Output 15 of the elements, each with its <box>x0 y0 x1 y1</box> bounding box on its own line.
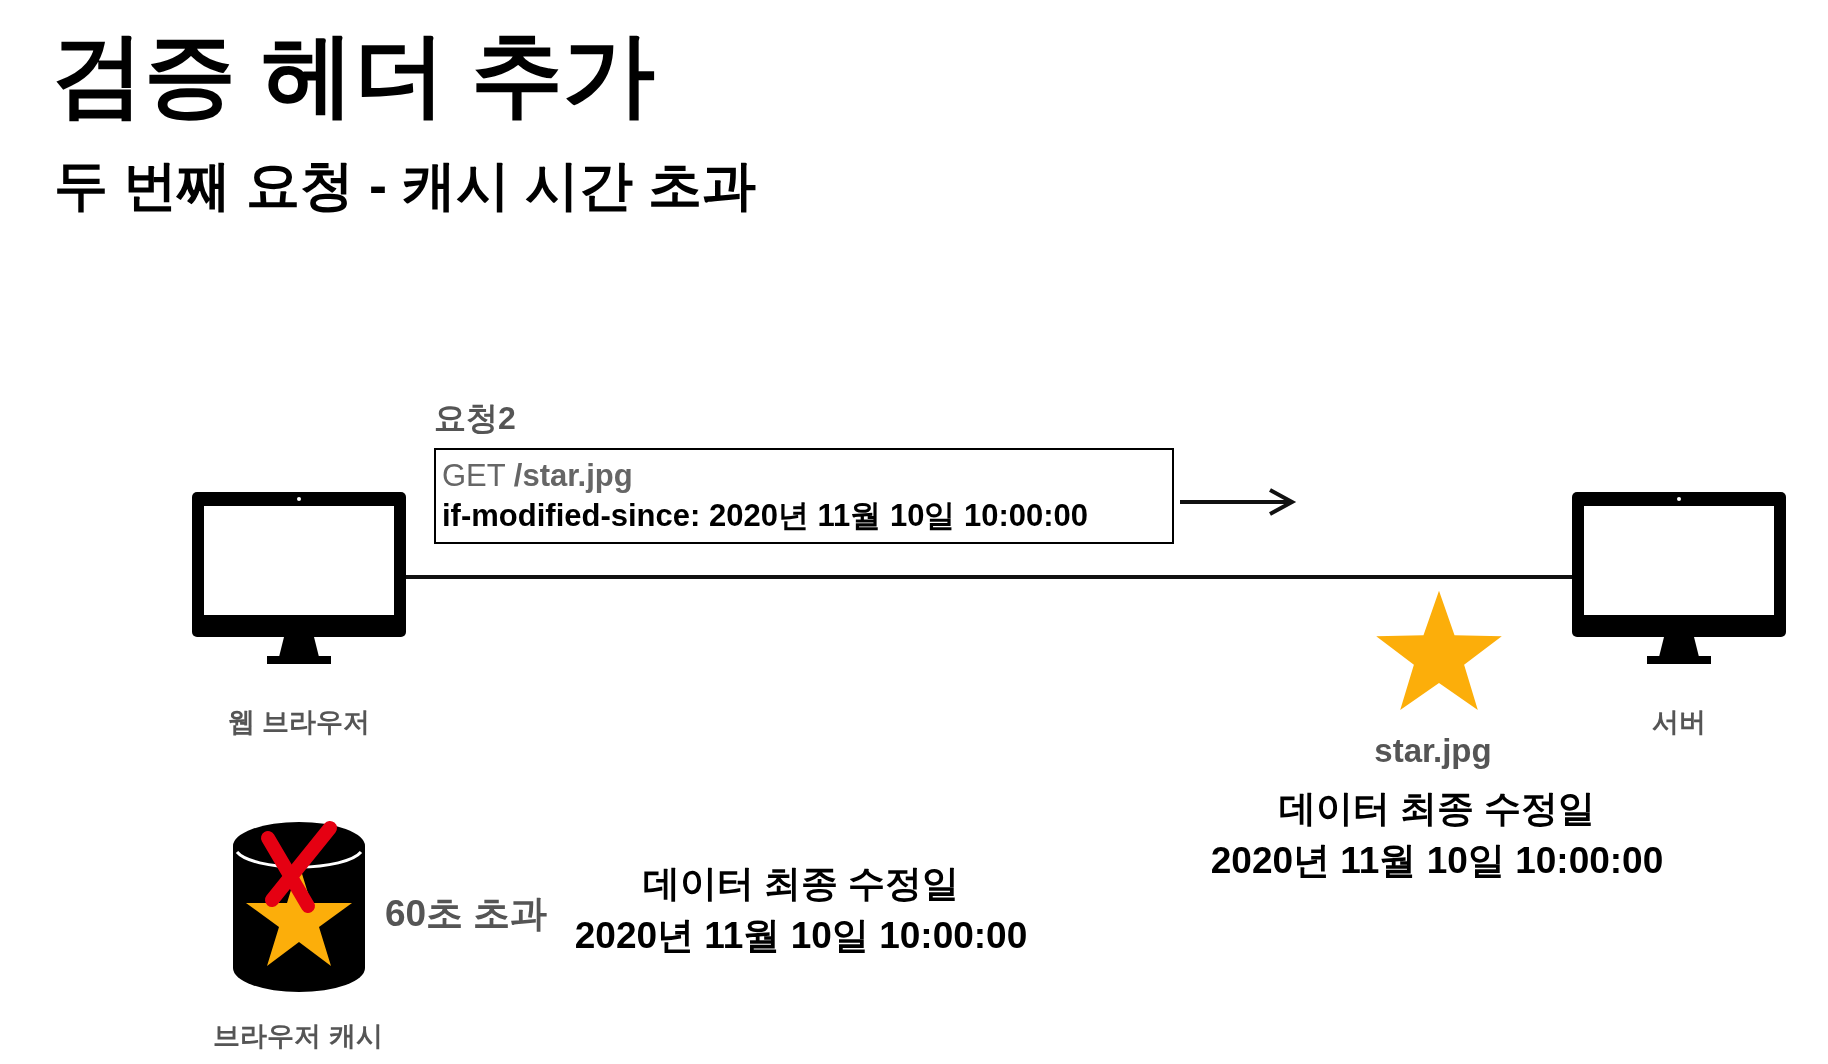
modified-date: 2020년 11월 10일 10:00:00 <box>574 914 1028 958</box>
device-label: 웹 브라우저 <box>227 706 371 739</box>
connection-line <box>406 575 1572 579</box>
header-line: if-modified-since: 2020년 11월 10일 10:00:00 <box>442 497 1090 535</box>
timeout-label: 60초 초과 <box>385 892 548 936</box>
subtitle: 두 번째 요청 - 캐시 시간 초과 <box>54 158 756 212</box>
device-label: 서버 <box>1652 706 1706 739</box>
title: 검증 헤더 추가 <box>52 28 656 120</box>
request-label: 요청2 <box>434 399 517 438</box>
modified-date: 2020년 11월 10일 10:00:00 <box>1210 839 1664 883</box>
modified-date-heading: 데이터 최종 수정일 <box>1278 787 1596 831</box>
modified-date-heading: 데이터 최종 수정일 <box>642 862 960 906</box>
file-name: star.jpg <box>1373 731 1493 771</box>
request-line: GET /star.jpg <box>442 457 634 495</box>
cache-label: 브라우저 캐시 <box>212 1020 384 1053</box>
